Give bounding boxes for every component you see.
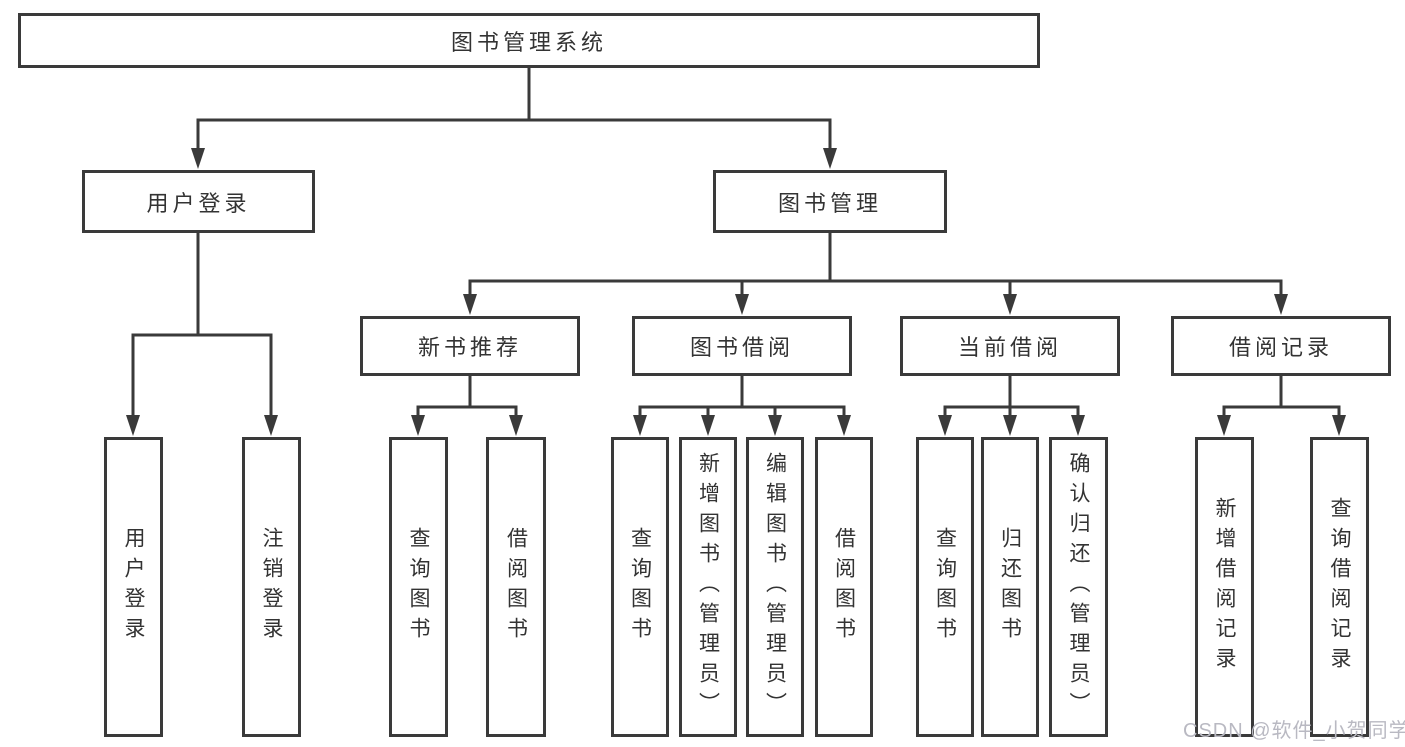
arrowheads [126, 148, 1346, 436]
leaf-borrowing-add-books-admin: 新增图书（管理员） [679, 437, 737, 737]
leaf-borrowing-query-books: 查询图书 [611, 437, 669, 737]
leaf-newbook-query-books: 查询图书 [389, 437, 448, 737]
node-label: 查询图书 [407, 527, 430, 647]
leaf-current-confirm-return-admin: 确认归还（管理员） [1049, 437, 1108, 737]
node-label: 当前借阅 [957, 335, 1062, 360]
node-label: 用户登录 [122, 527, 145, 647]
node-label: 图书管理 [777, 190, 882, 216]
node-library-system: 图书管理系统 [18, 13, 1040, 68]
node-new-book-recommend: 新书推荐 [360, 316, 580, 376]
node-label: 图书借阅 [689, 335, 794, 360]
node-label: 编辑图书（管理员） [763, 452, 787, 722]
leaf-user-login: 用户登录 [104, 437, 163, 737]
leaf-newbook-borrow-books: 借阅图书 [486, 437, 546, 737]
node-label: 查询借阅记录 [1328, 497, 1351, 677]
node-label: 归还图书 [998, 527, 1022, 647]
node-label: 用户登录 [146, 190, 251, 216]
node-borrowing-records: 借阅记录 [1171, 316, 1391, 376]
watermark: CSDN @软件_小贺同学 [1183, 720, 1405, 742]
node-label: 确认归还（管理员） [1067, 452, 1090, 722]
node-label: 借阅图书 [504, 527, 528, 647]
node-book-borrowing: 图书借阅 [632, 316, 852, 376]
node-label: 查询图书 [933, 527, 957, 647]
node-label: 借阅图书 [832, 527, 856, 647]
leaf-records-query-record: 查询借阅记录 [1310, 437, 1369, 737]
node-label: 借阅记录 [1228, 335, 1333, 360]
node-current-borrowing: 当前借阅 [900, 316, 1120, 376]
leaf-current-return-books: 归还图书 [981, 437, 1039, 737]
leaf-logout: 注销登录 [242, 437, 301, 737]
leaf-current-query-books: 查询图书 [916, 437, 974, 737]
leaf-borrowing-borrow-books: 借阅图书 [815, 437, 873, 737]
leaf-records-add-record: 新增借阅记录 [1195, 437, 1254, 737]
node-label: 新书推荐 [417, 335, 522, 360]
leaf-borrowing-edit-books-admin: 编辑图书（管理员） [746, 437, 804, 737]
node-label: 图书管理系统 [450, 29, 607, 55]
node-label: 查询图书 [628, 527, 652, 647]
node-label: 注销登录 [260, 527, 283, 647]
node-user-login: 用户登录 [82, 170, 315, 233]
node-label: 新增借阅记录 [1213, 497, 1236, 677]
node-book-management: 图书管理 [713, 170, 947, 233]
node-label: 新增图书（管理员） [696, 452, 720, 722]
